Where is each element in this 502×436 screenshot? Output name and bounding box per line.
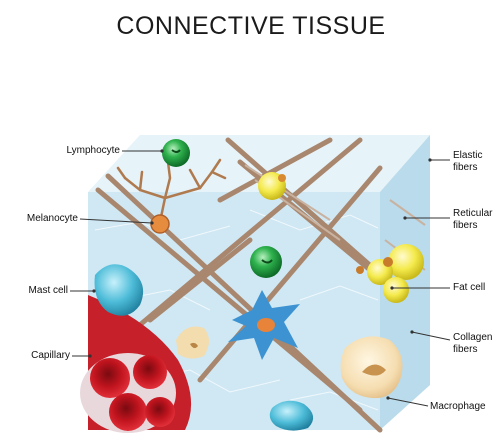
label-reticular-fibers: Reticular fibers [453,208,501,232]
label-lymphocyte: Lymphocyte [50,145,120,157]
fat-cell [383,277,409,303]
fat-cell [388,244,424,280]
label-fat-cell: Fat cell [453,282,501,294]
label-melanocyte: Melanocyte [10,213,78,225]
red-blood-cell [133,355,167,389]
label-mast-cell: Mast cell [10,285,68,297]
melanocyte-body [151,215,169,233]
red-blood-cell [109,393,147,431]
label-capillary: Capillary [10,350,70,362]
red-blood-cell [90,358,130,398]
lymphocyte-cell [162,139,190,167]
label-elastic-fibers: Elastic fibers [453,150,501,174]
red-blood-cell [145,397,175,427]
label-collagen-fibers: Collagen fibers [453,332,501,356]
label-macrophage: Macrophage [430,401,500,413]
